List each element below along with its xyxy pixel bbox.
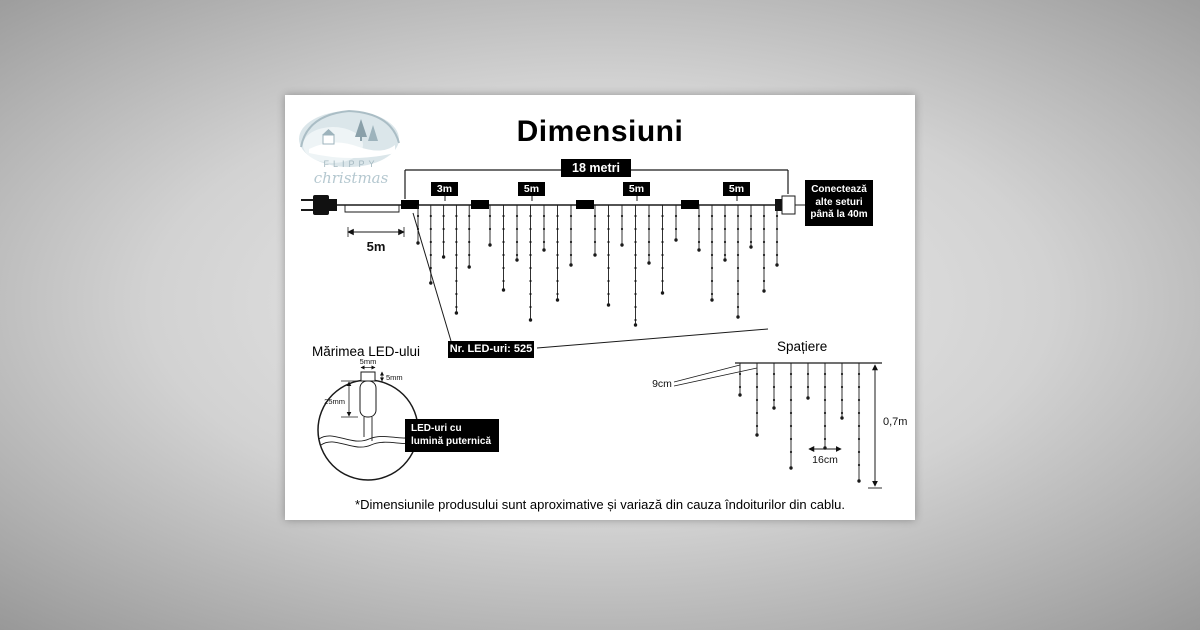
segment-label-4: 5m [723,182,750,196]
icicle-drops-segment-3 [593,205,678,327]
led-cap-shape [360,371,376,382]
total-length-label: 18 metri [561,159,631,177]
segment-label-1: 3m [431,182,458,196]
drop-gap-label: 9cm [652,378,672,390]
led-count-label: Nr. LED-uri: 525 [448,341,534,358]
tree-icon [355,119,367,137]
drop-gap-leader-lines [673,364,758,387]
led-width-label: 5mm [360,357,377,366]
led-body-height-label: 25mm [324,397,345,406]
led-count-leader-lines [412,212,769,349]
led-brightness-note: LED-uri cu lumină puternică [405,419,499,452]
led-gap-label: 16cm [812,454,838,466]
segment-label-3: 5m [623,182,650,196]
content-panel: 5m [285,95,915,520]
lead-length-label: 5m [367,239,386,254]
segment-label-2: 5m [518,182,545,196]
led-size-heading: Mărimea LED-ului [312,344,421,359]
led-body-height-arrow [341,380,358,418]
led-wire-squiggle [318,435,417,448]
brand-name-top: FLIPPY [323,159,378,169]
logo-snow-hill [309,142,395,158]
drop-length-arrow [868,364,882,489]
icicle-drops-segment-1 [416,205,471,315]
footnote: *Dimensiunile produsului sunt aproximati… [355,497,845,512]
spacing-heading: Spațiere [777,339,828,354]
drop-length-label: 0,7m [883,416,907,428]
brand-logo: FLIPPY christmas [293,103,411,195]
logo-graphic: FLIPPY christmas [299,109,400,187]
icicle-drops-segment-2 [488,205,573,322]
page-title: Dimensiuni [516,115,684,148]
led-size-diagram: 5mm 5mm 25mm [317,357,419,481]
string-end-connector-icon [775,195,806,215]
power-plug-icon [301,195,337,215]
dimension-diagram: 5m [301,169,907,489]
icicle-drops-segment-4 [697,205,779,319]
led-bulb-shape [359,380,377,418]
spacing-icicle-drops [738,363,861,483]
tree-icon [368,125,378,141]
brand-name-bottom: christmas [314,169,389,187]
spacing-diagram: 9cm 16cm 0,7m [652,362,907,489]
led-cap-height-label: 5mm [386,373,403,382]
wire-connectors [401,196,738,209]
lead-length-arrow [347,227,405,237]
connect-note-label: Conectează alte seturi până la 40m [805,180,873,226]
